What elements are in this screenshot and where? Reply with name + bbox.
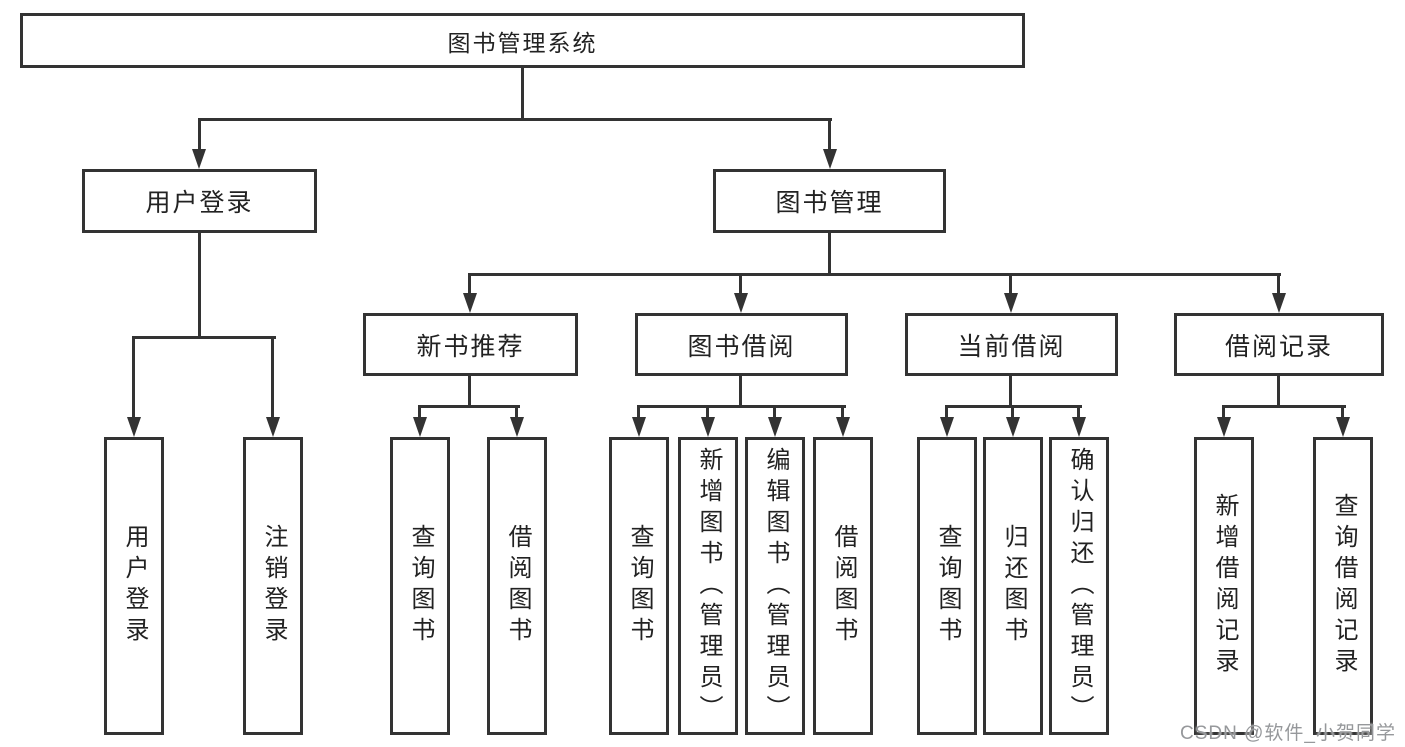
connector-line (773, 405, 776, 419)
connector-line (198, 118, 201, 151)
node-label: 当前借阅 (957, 332, 1066, 361)
node-label: 查询图书 (626, 524, 653, 648)
node-label: 借阅图书 (830, 524, 857, 648)
connector-line (1277, 374, 1280, 408)
connector-line (468, 374, 471, 408)
arrowhead-down-icon (701, 417, 715, 437)
node-label: 新增借阅记录 (1211, 493, 1238, 679)
arrowhead-down-icon (1072, 417, 1086, 437)
connector-line (841, 405, 844, 419)
connector-line (198, 232, 201, 339)
connector-line (706, 405, 709, 419)
arrowhead-down-icon (768, 417, 782, 437)
arrowhead-down-icon (1272, 293, 1286, 313)
leaf-query-books-recommend: 查询图书 (390, 437, 450, 735)
arrowhead-down-icon (463, 293, 477, 313)
node-book-borrowing: 图书借阅 (635, 313, 848, 376)
leaf-logout: 注销登录 (243, 437, 303, 735)
node-label: 查询借阅记录 (1330, 493, 1357, 679)
connector-line (1077, 405, 1080, 419)
node-label: 图书管理系统 (447, 29, 598, 56)
node-label: 图书管理 (775, 189, 884, 217)
arrowhead-down-icon (413, 417, 427, 437)
connector-line (1009, 374, 1012, 408)
node-label: 用户登录 (121, 524, 148, 648)
node-label: 归还图书 (1000, 524, 1027, 648)
connector-line (739, 273, 742, 295)
node-label: 新书推荐 (416, 332, 525, 361)
connector-line (1341, 405, 1344, 419)
connector-line (1222, 405, 1346, 408)
node-label: 借阅记录 (1224, 332, 1333, 361)
leaf-return-books: 归还图书 (983, 437, 1043, 735)
node-label: 借阅图书 (504, 524, 531, 648)
arrowhead-down-icon (1006, 417, 1020, 437)
connector-line (198, 118, 832, 121)
connector-line (637, 405, 846, 408)
node-library-system: 图书管理系统 (20, 13, 1025, 68)
connector-line (739, 374, 742, 408)
leaf-add-books-admin: 新增图书（管理员） (678, 437, 738, 735)
leaf-query-borrow-record: 查询借阅记录 (1313, 437, 1373, 735)
arrowhead-down-icon (823, 149, 837, 169)
connector-line (828, 232, 831, 276)
arrowhead-down-icon (510, 417, 524, 437)
connector-line (521, 68, 524, 121)
arrowhead-down-icon (127, 417, 141, 437)
connector-line (418, 405, 520, 408)
arrowhead-down-icon (192, 149, 206, 169)
leaf-edit-books-admin: 编辑图书（管理员） (745, 437, 805, 735)
arrowhead-down-icon (1217, 417, 1231, 437)
watermark: CSDN @软件_小贺同学 (1180, 723, 1396, 744)
connector-line (271, 336, 274, 419)
node-borrowing-records: 借阅记录 (1174, 313, 1384, 376)
arrowhead-down-icon (836, 417, 850, 437)
connector-line (1277, 273, 1280, 295)
connector-line (418, 405, 421, 419)
node-label: 注销登录 (260, 524, 287, 648)
leaf-query-books-current: 查询图书 (917, 437, 977, 735)
arrowhead-down-icon (940, 417, 954, 437)
leaf-user-login: 用户登录 (104, 437, 164, 735)
connector-line (637, 405, 640, 419)
arrowhead-down-icon (1004, 293, 1018, 313)
node-label: 新增图书（管理员） (695, 446, 722, 726)
connector-line (1009, 273, 1012, 295)
node-new-book-recommendation: 新书推荐 (363, 313, 578, 376)
node-current-borrowing: 当前借阅 (905, 313, 1118, 376)
leaf-query-books-borrow: 查询图书 (609, 437, 669, 735)
node-user-login: 用户登录 (82, 169, 317, 233)
leaf-borrow-books-borrow: 借阅图书 (813, 437, 873, 735)
connector-line (468, 273, 1281, 276)
node-book-management: 图书管理 (713, 169, 946, 233)
node-label: 图书借阅 (687, 332, 796, 361)
connector-line (828, 118, 831, 151)
connector-line (132, 336, 135, 419)
connector-line (1222, 405, 1225, 419)
connector-line (132, 336, 276, 339)
arrowhead-down-icon (734, 293, 748, 313)
leaf-borrow-books-recommend: 借阅图书 (487, 437, 547, 735)
connector-line (468, 273, 471, 295)
connector-line (945, 405, 948, 419)
connector-line (1011, 405, 1014, 419)
leaf-add-borrow-record: 新增借阅记录 (1194, 437, 1254, 735)
arrowhead-down-icon (632, 417, 646, 437)
node-label: 编辑图书（管理员） (762, 446, 789, 726)
arrowhead-down-icon (266, 417, 280, 437)
connector-line (515, 405, 518, 419)
node-label: 用户登录 (145, 189, 254, 217)
node-label: 查询图书 (934, 524, 961, 648)
arrowhead-down-icon (1336, 417, 1350, 437)
node-label: 确认归还（管理员） (1066, 446, 1093, 726)
leaf-confirm-return-admin: 确认归还（管理员） (1049, 437, 1109, 735)
node-label: 查询图书 (407, 524, 434, 648)
